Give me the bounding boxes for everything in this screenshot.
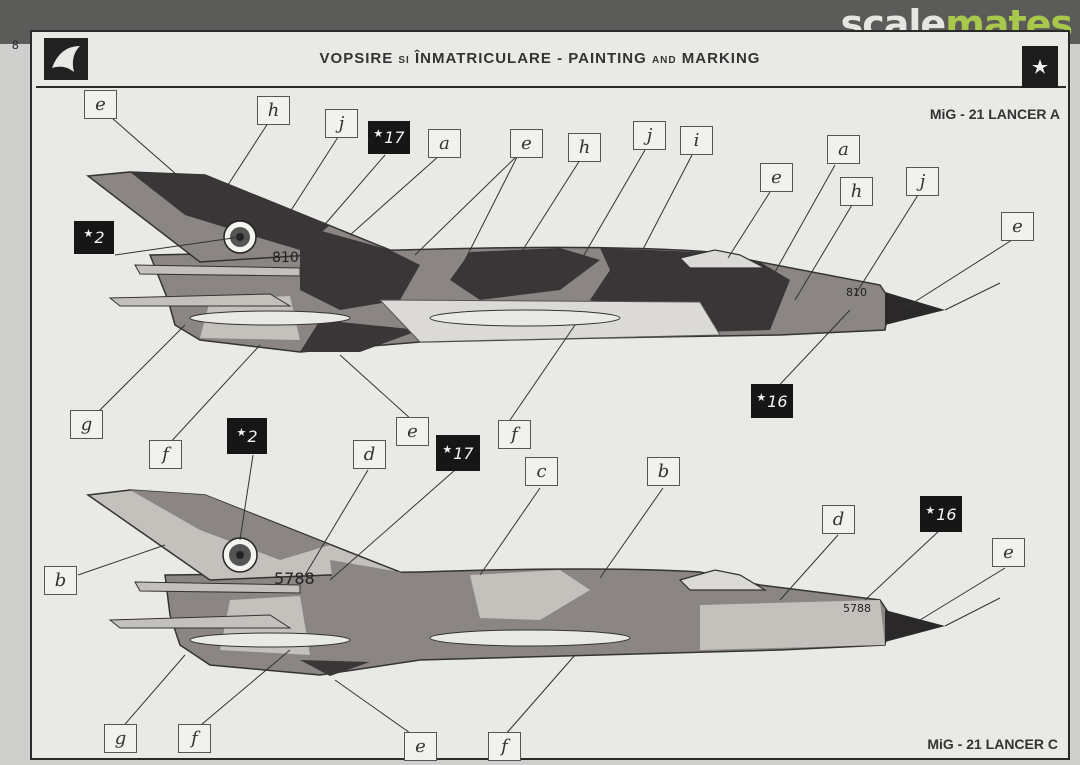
callout-b: b [44,566,77,595]
bottom-leader-lines [77,454,1006,741]
callout-g: g [104,724,137,753]
callout-g: g [70,410,103,439]
callout-decal-17: ★17 [368,121,410,154]
callout-decal-16: ★16 [920,496,962,532]
callout-e: e [510,129,543,158]
header-rule [36,34,1066,88]
callout-i: i [680,126,713,155]
callout-e: e [760,163,793,192]
star-icon [1022,46,1058,88]
callout-f: f [488,732,521,761]
page-title: VOPSIRE SI ÎNMATRICULARE - PAINTING AND … [319,50,761,67]
callout-decal-2: ★2 [227,418,267,454]
callout-d: d [822,505,855,534]
callout-d: d [353,440,386,469]
callout-e: e [396,417,429,446]
callout-f: f [149,440,182,469]
manufacturer-logo-icon [44,38,88,80]
top-leader-lines [89,117,1013,446]
callout-a: a [428,129,461,158]
callout-decal-16: ★16 [751,384,793,418]
page-number: 8 [12,38,19,52]
callout-e: e [404,732,437,761]
top-aircraft-profile [86,171,1001,353]
callout-e: e [84,90,117,119]
top-aircraft-title: MiG - 21 LANCER A [929,106,1060,122]
callout-b: b [647,457,680,486]
callout-h: h [568,133,601,162]
bottom-tail-number: 5788 [274,569,315,588]
callout-f: f [178,724,211,753]
callout-j: j [906,167,939,196]
callout-a: a [827,135,860,164]
callout-e: e [992,538,1025,567]
bottom-aircraft-profile [85,489,1001,676]
top-tail-number: 810 [272,250,299,266]
callout-c: c [525,457,558,486]
callout-e: e [1001,212,1034,241]
callout-j: j [633,121,666,150]
callout-decal-2: ★2 [74,221,114,254]
callout-h: h [257,96,290,125]
callout-j: j [325,109,358,138]
bottom-aircraft-title: MiG - 21 LANCER C [927,736,1058,752]
callout-f: f [498,420,531,449]
callout-h: h [840,177,873,206]
callout-decal-17: ★17 [436,435,480,471]
bottom-nose-number: 5788 [843,602,871,615]
